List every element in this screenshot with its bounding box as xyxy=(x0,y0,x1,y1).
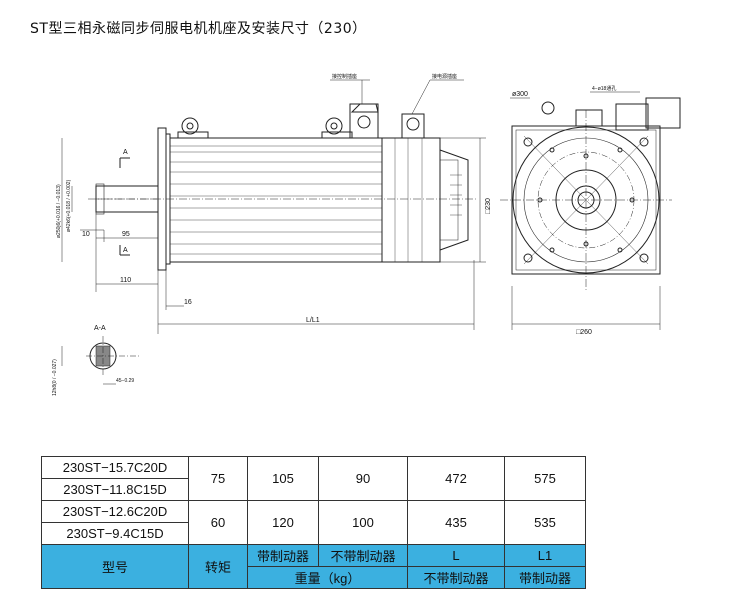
dim-10: 10 xyxy=(82,231,90,238)
length-l-cell: 435 xyxy=(407,500,505,545)
torque-cell: 60 xyxy=(188,500,248,545)
header-with-brake: 带制动器 xyxy=(247,544,319,567)
callout-power-connector: 接电源插座 xyxy=(432,73,457,80)
cooling-ribs xyxy=(170,138,462,262)
table-row: 230ST−11.8C15D xyxy=(41,478,586,501)
length-l1-cell: 535 xyxy=(504,500,586,545)
header-weight: 重量（kg） xyxy=(247,566,408,589)
page-title: ST型三相永磁同步伺服电机机座及安装尺寸（230） xyxy=(30,21,367,37)
dim-mounting-holes: 4−ø18通孔 xyxy=(592,85,616,92)
section-view-label: A-A xyxy=(94,325,106,332)
motor-dimension-drawing: 接控制插座 接电源插座 A A 110 95 10 16 L/L1 □230 ø… xyxy=(52,73,681,396)
model-cell: 230ST−9.4C15D xyxy=(41,522,189,545)
weight-brake-cell: 120 xyxy=(247,500,319,545)
torque-cell: 75 xyxy=(188,456,248,501)
length-l1-cell: 575 xyxy=(504,456,586,501)
dim-110: 110 xyxy=(120,277,131,284)
connectors xyxy=(349,103,425,139)
dim-bolt-circle: ø300 xyxy=(512,91,528,98)
dim-key-width: 12h8(0 / −0.027) xyxy=(52,359,58,396)
front-view xyxy=(500,91,681,330)
weight-nobrake-cell: 100 xyxy=(318,500,408,545)
section-marker-bottom: A xyxy=(123,247,128,254)
weight-nobrake-cell: 90 xyxy=(318,456,408,501)
table-row: 230ST−15.7C20D 75 105 90 472 575 xyxy=(41,456,586,501)
lifting-eyes xyxy=(177,117,353,139)
dim-shaft-dia: ø42k6(+0.018 / +0.002) xyxy=(66,179,72,232)
header-l1: L1 xyxy=(504,544,586,567)
callout-brake-connector: 接控制插座 xyxy=(332,73,357,80)
dim-key-depth: 45−0.29 xyxy=(116,378,134,384)
section-a-a-view xyxy=(61,336,140,385)
header-l-note: 不带制动器 xyxy=(407,566,505,589)
dim-total-length: L/L1 xyxy=(306,317,320,324)
header-row: 重量（kg） 不带制动器 带制动器 xyxy=(42,566,586,589)
header-l1-note: 带制动器 xyxy=(504,566,586,589)
table-row: 230ST−12.6C20D 60 120 100 435 535 xyxy=(41,500,586,545)
section-marker-top: A xyxy=(123,149,128,156)
model-cell: 230ST−11.8C15D xyxy=(41,478,189,501)
weight-brake-cell: 105 xyxy=(247,456,319,501)
length-l-cell: 472 xyxy=(407,456,505,501)
model-cell: 230ST−12.6C20D xyxy=(41,500,189,523)
dim-16: 16 xyxy=(184,299,192,306)
model-cell: 230ST−15.7C20D xyxy=(41,456,189,479)
dim-height-230: □230 xyxy=(485,198,492,214)
dim-flange-dia: ø250j6(+0.016 / −0.013) xyxy=(56,184,62,238)
header-model: 型号 xyxy=(41,544,189,589)
header-torque: 转矩 xyxy=(188,544,248,589)
dim-square-260: □260 xyxy=(576,329,592,336)
motor-body xyxy=(169,137,469,263)
header-l: L xyxy=(407,544,505,567)
header-row: 型号 转矩 带制动器 不带制动器 L L1 xyxy=(41,544,586,589)
spec-table: 230ST−15.7C20D 75 105 90 472 575 230ST−1… xyxy=(41,456,586,589)
dim-95: 95 xyxy=(122,231,130,238)
header-without-brake: 不带制动器 xyxy=(318,544,408,567)
